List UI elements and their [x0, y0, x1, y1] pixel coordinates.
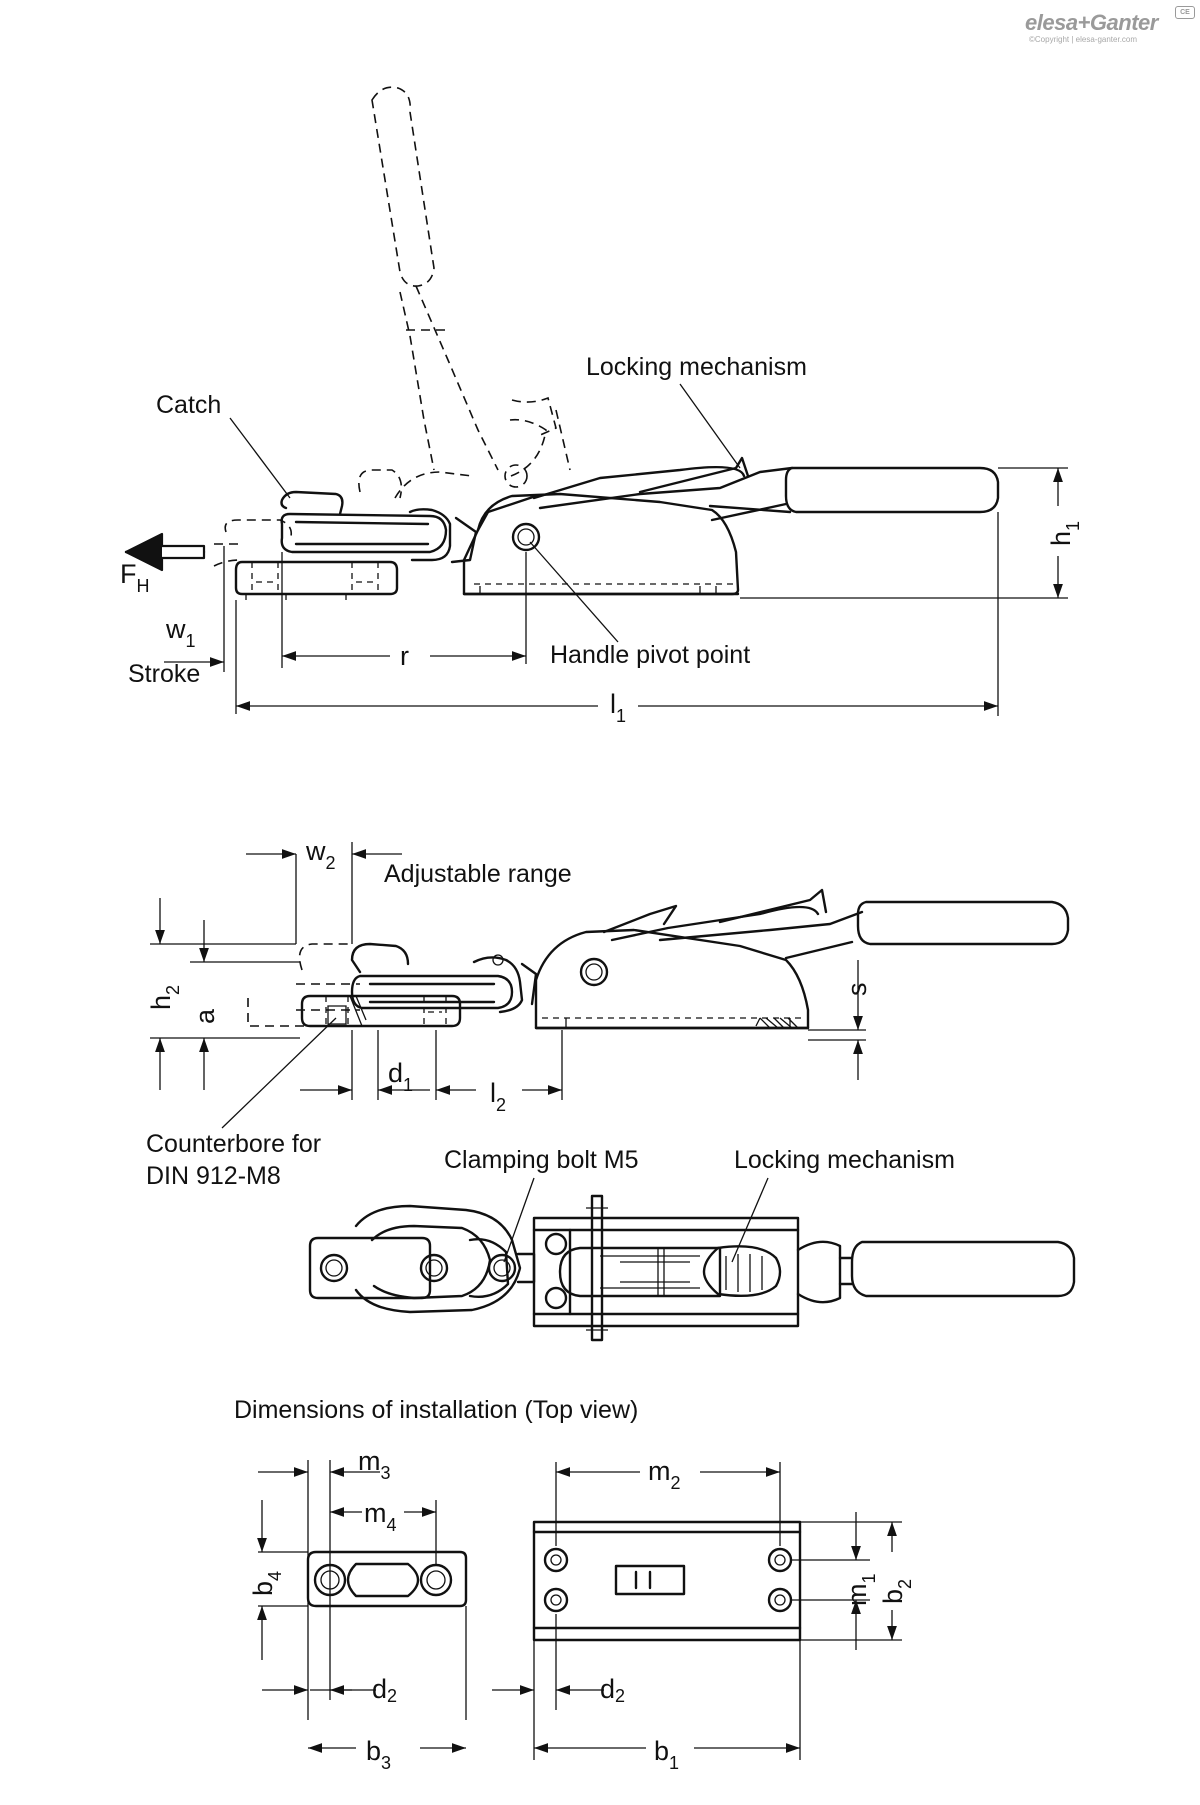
ext-lines-top: [223, 467, 1068, 716]
catch-base-plate: [234, 560, 399, 600]
label-locking-mechanism-plan: Locking mechanism: [734, 1146, 955, 1174]
dim-label-w2: w2: [305, 836, 336, 873]
raised-handle-dashed: [213, 86, 571, 567]
leader-handle-pivot: [529, 541, 619, 643]
dim-label-h1: h1: [1046, 521, 1083, 546]
brand-logo-text: elesa+Ganter: [1025, 10, 1158, 35]
dim-label-d2-right: d2: [600, 1674, 625, 1706]
dim-label-h2: h2: [146, 985, 183, 1010]
leader-counterbore: [221, 1017, 337, 1129]
leader-locking-mechanism-plan: [731, 1177, 769, 1263]
dim-label-fh: FH: [120, 559, 150, 596]
dim-label-m1: m1: [842, 1573, 879, 1606]
brand-copyright: ©Copyright | elesa-ganter.com: [1029, 35, 1138, 44]
label-counterbore-line2: DIN 912-M8: [146, 1162, 281, 1190]
dim-label-b2: b2: [878, 1579, 915, 1604]
label-clamping-bolt: Clamping bolt M5: [444, 1146, 639, 1174]
side-view-top: Locking mechanism Catch Handle pivot poi…: [120, 86, 1083, 726]
leader-locking-mechanism-top: [679, 383, 741, 469]
label-adjustable-range: Adjustable range: [384, 860, 572, 888]
dim-label-l1: l1: [610, 689, 626, 726]
catch-hook-mid: [350, 942, 538, 1014]
ce-badge: CE: [1175, 6, 1195, 19]
dim-label-m2: m2: [648, 1456, 681, 1493]
clamp-body-mid: [534, 888, 1070, 1030]
installation-catch-plate: [258, 1460, 468, 1720]
dim-label-w1: w1: [165, 614, 196, 651]
side-view-middle: Adjustable range Counterbore for DIN 912…: [146, 836, 1070, 1190]
dim-label-m4: m4: [364, 1498, 397, 1535]
plan-catch-plate: [308, 1236, 432, 1300]
plan-view: Clamping bolt M5 Locking mechanism: [308, 1146, 1076, 1342]
catch-base-plate-mid: [300, 994, 462, 1028]
catch-hook: [280, 490, 478, 564]
leader-clamping-bolt: [503, 1177, 535, 1263]
catch-alt-position: [247, 943, 360, 1027]
plan-body: [532, 1194, 1076, 1342]
dim-label-d2-left: d2: [372, 1674, 397, 1706]
dim-label-m3: m3: [358, 1446, 391, 1483]
installation-title: Dimensions of installation (Top view): [234, 1396, 638, 1424]
clamp-body: [462, 456, 1000, 596]
brand-logo: elesa+Ganter CE ©Copyright | elesa-gante…: [1025, 4, 1195, 50]
plan-catch-loop: [354, 1204, 522, 1314]
ext-lines-mid: [150, 842, 866, 1100]
label-stroke: Stroke: [128, 660, 200, 688]
label-locking-mechanism-top: Locking mechanism: [586, 353, 807, 381]
dim-label-d1: d1: [388, 1058, 413, 1095]
dim-label-r: r: [400, 641, 409, 671]
label-catch: Catch: [156, 391, 221, 419]
dim-label-b1: b1: [654, 1736, 679, 1773]
dim-label-b4: b4: [248, 1571, 285, 1596]
dim-label-s: s: [842, 983, 872, 997]
force-arrow: [124, 532, 206, 572]
leader-catch: [229, 417, 291, 499]
installation-body-plate: [532, 1462, 902, 1760]
label-handle-pivot-point: Handle pivot point: [550, 641, 750, 669]
dim-label-l2: l2: [490, 1078, 506, 1115]
label-counterbore-line1: Counterbore for: [146, 1130, 321, 1158]
dim-label-b3: b3: [366, 1736, 391, 1773]
dim-label-a: a: [190, 1008, 220, 1024]
